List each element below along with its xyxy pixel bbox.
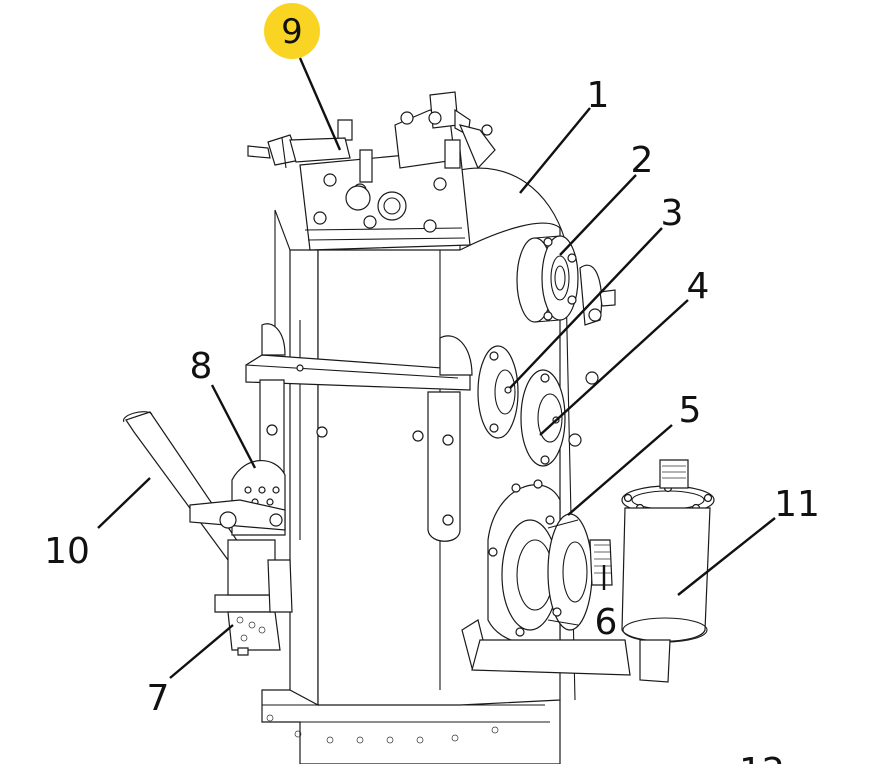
callout-11: 11 [774,484,820,525]
leader-8 [210,384,257,469]
leader-4 [539,299,689,436]
callout-9: 9 [281,12,303,52]
leader-1 [519,107,591,194]
callout-12: 12 [739,751,785,764]
leader-5 [567,424,673,516]
leader-11 [677,517,776,596]
callout-3: 3 [661,193,684,234]
filter-11 [471,459,715,683]
leader-7 [169,624,234,679]
callout-4: 4 [687,266,710,307]
leader-3 [509,227,663,389]
callout-2: 2 [631,140,654,181]
cross-bar [245,323,473,391]
leader-2 [559,174,637,256]
callout-5: 5 [679,390,702,431]
callout-6: 6 [595,602,618,643]
top-valve-block [247,91,496,251]
left-side-parts [123,411,293,656]
highlight-circle-9 [264,3,320,59]
leader-9 [298,57,342,151]
leader-lines [97,57,776,679]
callout-8: 8 [190,346,213,387]
callout-7: 7 [147,678,170,719]
leader-10 [97,477,151,529]
callout-1: 1 [587,75,610,116]
callout-10: 10 [44,531,90,572]
flange-3-4 [477,345,599,467]
lower-flange-5-6 [461,479,613,669]
